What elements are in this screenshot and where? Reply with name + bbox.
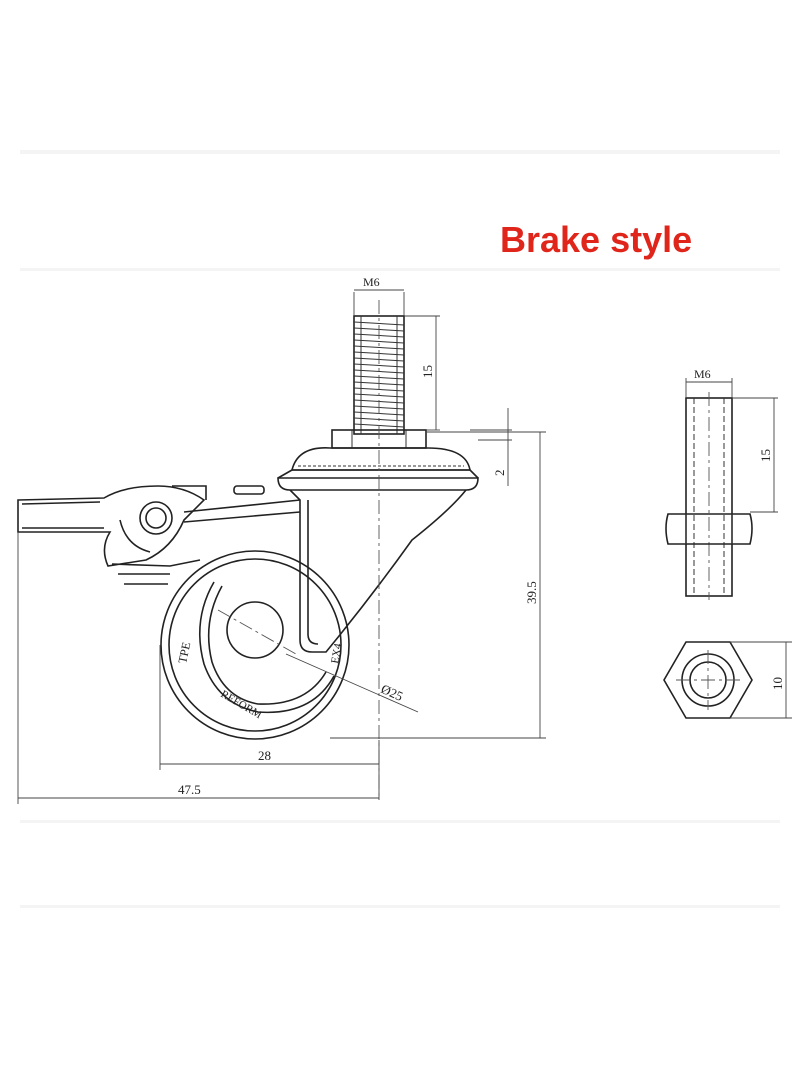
caster-fork: [183, 489, 467, 653]
svg-text:EX4: EX4: [329, 642, 344, 664]
wheel-centerline: [217, 609, 297, 655]
svg-text:REFORM: REFORM: [219, 688, 264, 721]
svg-text:TPE: TPE: [175, 641, 193, 665]
main-dimensions: M6 15 2 39.5 Ø25 28 47.5: [17, 275, 546, 804]
page-title: Brake style: [500, 219, 693, 260]
nut-width-label: 10: [770, 677, 785, 690]
hex-nut-view: 10: [663, 641, 792, 719]
wheel: TPE REFORM EX4: [160, 550, 350, 740]
side-thread-label: M6: [694, 367, 711, 381]
dim-plate-thickness-label: 2: [492, 470, 507, 477]
side-stem-length-label: 15: [758, 449, 773, 462]
caster-main-view: TPE REFORM EX4: [17, 300, 479, 800]
swivel-plate: [277, 447, 479, 491]
dim-wheel-diameter-label: Ø25: [379, 681, 406, 704]
dim-total-height-label: 39.5: [524, 581, 539, 604]
dim-thread-label: M6: [363, 275, 380, 289]
dim-offset-width-label: 28: [258, 748, 271, 763]
stem-side-view: M6 15: [665, 367, 778, 600]
background-banding: [20, 150, 780, 908]
dim-stem-length-label: 15: [420, 365, 435, 378]
brake-lever: [17, 485, 265, 585]
dim-total-width-label: 47.5: [178, 782, 201, 797]
